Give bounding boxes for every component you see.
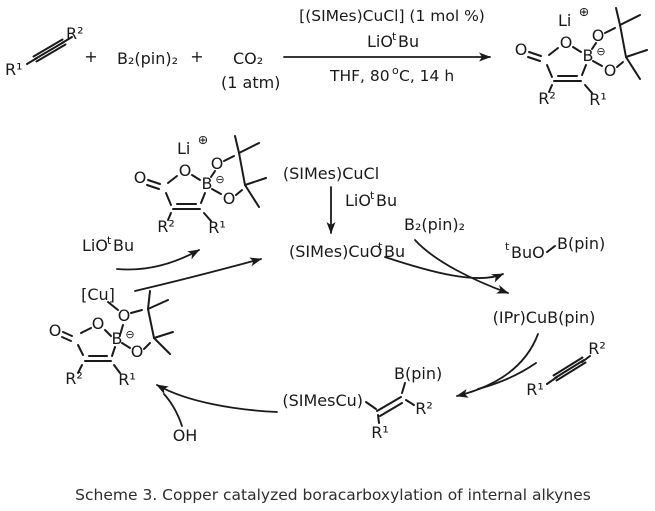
cycle-alkyne: R¹ R² — [526, 339, 606, 399]
arrow-regenerate-alkoxide — [134, 257, 262, 292]
product-boralactone: Li ⊕ O O B ⊖ O O R² R¹ — [515, 4, 648, 109]
conditions-base-pre: LiO — [367, 32, 393, 51]
activation-base-sup: t — [370, 189, 375, 202]
cu-alkoxide-pre: (SIMes)CuO — [289, 242, 382, 261]
co2-reagent: CO₂ (1 atm) — [221, 49, 280, 92]
byproduct-sup: t — [505, 240, 510, 253]
cu-lactone-o-pin-bottom: O — [131, 342, 144, 361]
release-base-sup: t — [107, 234, 112, 247]
cu-lactone-o-carbonyl: O — [49, 321, 62, 340]
conditions-base: LiO t Bu — [367, 30, 419, 51]
cu-boryl-label: (IPr)CuB(pin) — [493, 308, 596, 327]
cycle-alkyne-r1: R¹ — [526, 380, 544, 399]
cu-lactone-o-pin-top: O — [118, 306, 131, 325]
vinyl-cu-label: (SIMesCu) — [282, 391, 363, 410]
pinacol-oxygen-bottom-label: O — [604, 61, 617, 80]
product-r2-label: R² — [538, 89, 556, 108]
minus-charge-icon: ⊖ — [596, 45, 605, 58]
cu-lactone-o-ring: O — [92, 314, 105, 333]
vinyl-r2-label: R² — [415, 399, 433, 418]
borate-byproduct-label: t BuO B(pin) — [505, 234, 605, 262]
activation-arrow: LiO t Bu — [326, 186, 397, 234]
product-r1-label: R¹ — [589, 90, 607, 109]
cycle-alkyne-r2: R² — [588, 339, 606, 358]
oh-label: OH — [173, 426, 198, 445]
substrate-alkyne-bonds — [26, 36, 73, 65]
substrate-r2-label: R² — [66, 24, 84, 43]
conditions-solvent-sup: o — [392, 64, 399, 77]
cu-alkoxide-label: (SIMes)CuO t Bu — [289, 240, 405, 261]
precatalyst-label: (SIMes)CuCl — [283, 164, 379, 183]
diboron-reagent-label: B₂(pin)₂ — [117, 49, 178, 68]
reaction-arrow: [(SIMes)CuCl] (1 mol %) LiO t Bu THF, 80… — [283, 7, 491, 85]
lithium-label: Li — [558, 11, 571, 30]
arrow-to-cu-boryl — [414, 239, 509, 294]
arrow-to-product — [116, 249, 200, 271]
conditions-solvent-pre: THF, 80 — [329, 67, 390, 85]
activation-base-post: Bu — [376, 191, 397, 210]
vinyl-bpin-label: B(pin) — [394, 364, 442, 383]
carbonyl-oxygen-label: O — [515, 40, 528, 59]
co2-pressure-note: (1 atm) — [221, 73, 280, 92]
product-release-step: LiO t Bu — [82, 234, 262, 292]
cu-fragment-label: [Cu] — [81, 285, 115, 304]
cu-lactone-r1: R¹ — [118, 370, 136, 389]
cu-alkoxide-post: Bu — [384, 242, 405, 261]
plus-sign-1: + — [84, 47, 97, 66]
plus-sign-2: + — [190, 47, 203, 66]
plus-charge-icon: ⊕ — [579, 4, 589, 19]
activation-base-pre: LiO — [345, 191, 371, 210]
cu-lactone-bonds — [61, 290, 174, 374]
oh-feed-line — [163, 393, 183, 427]
release-base-pre: LiO — [82, 236, 108, 255]
pinacol-oxygen-top-label: O — [592, 26, 605, 45]
vinyl-copper-intermediate: (SIMesCu) B(pin) R¹ R² — [282, 364, 442, 442]
byproduct-bpin: B(pin) — [557, 234, 605, 253]
ring-oxygen-label: O — [560, 33, 573, 52]
cycle-product-boralactone — [132, 131, 267, 238]
vinyl-copper-bonds — [365, 382, 415, 424]
conditions-solvent-post: C, 14 h — [399, 67, 454, 85]
conditions-solvent: THF, 80 o C, 14 h — [329, 64, 454, 85]
cu-lactone-minus-charge-icon: ⊖ — [125, 328, 134, 341]
arrow-carboxylation — [156, 384, 278, 413]
alkyne-feed-line — [477, 362, 537, 390]
cycle-alkyne-bonds — [546, 355, 591, 385]
substrate-r1-label: R¹ — [5, 60, 23, 79]
cu-lactone-complex: [Cu] O O B ⊖ O O R² R¹ — [49, 285, 174, 389]
cu-lactone-r2: R² — [65, 369, 83, 388]
vinyl-r1-label: R¹ — [371, 423, 389, 442]
co2-label: CO₂ — [233, 49, 263, 68]
byproduct-pre: BuO — [511, 243, 545, 262]
cu-lactone-boron: B — [112, 329, 123, 348]
scheme-caption: Scheme 3. Copper catalyzed boracarboxyla… — [75, 486, 591, 504]
conditions-base-post: Bu — [398, 32, 419, 51]
product-bonds — [527, 7, 648, 94]
release-base-post: Bu — [113, 236, 134, 255]
substrate-alkyne: R¹ R² — [5, 24, 84, 79]
conditions-base-sup: t — [392, 30, 397, 43]
arrow-borylcupration — [456, 333, 539, 398]
cycle-diboron-label: B₂(pin)₂ — [404, 215, 465, 234]
arrow-to-byproduct — [384, 256, 504, 283]
conditions-catalyst: [(SIMes)CuCl] (1 mol %) — [299, 7, 485, 25]
cu-alkoxide-sup: t — [378, 240, 383, 253]
boron-label: B — [583, 46, 594, 65]
